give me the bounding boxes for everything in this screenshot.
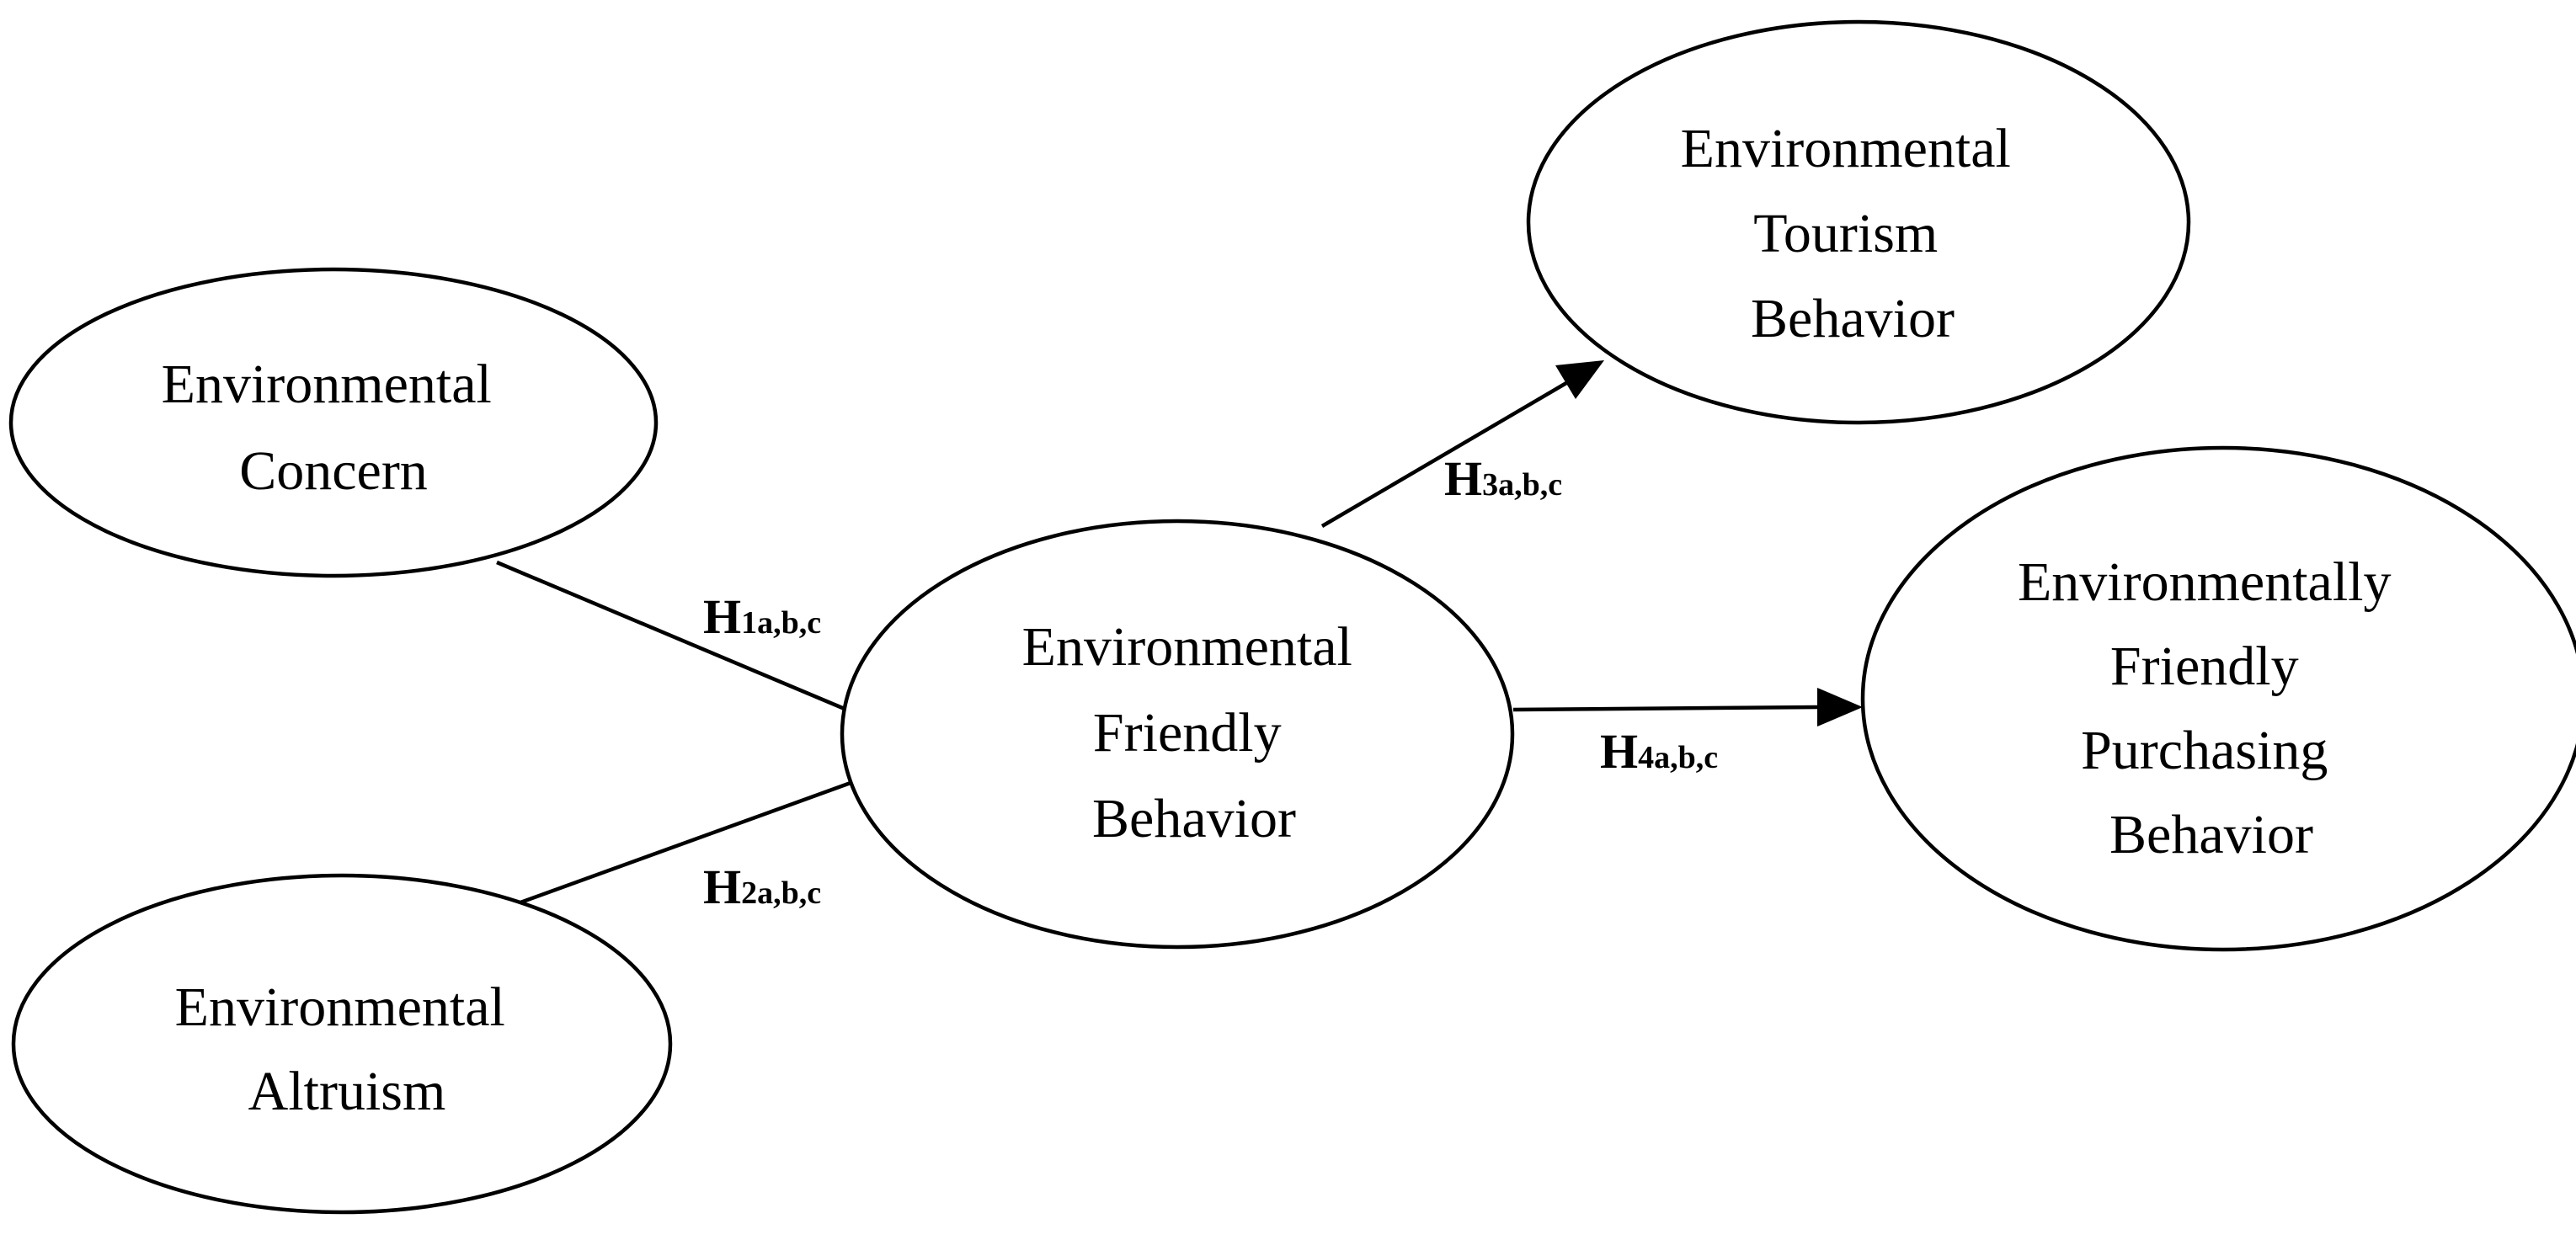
hypothesis-label-h2: H2a,b,c xyxy=(703,859,821,914)
svg-text:Environmental Tourism: Environmental Tourism Behavior xyxy=(1681,118,2025,349)
node-label-line: Concern xyxy=(239,440,428,502)
node-label-line: Behavior xyxy=(1092,788,1296,849)
node-label-line: Behavior xyxy=(1751,288,1955,349)
edge-friendly-behavior-to-purchasing-behavior xyxy=(1512,688,1863,726)
node-label-line: Environmentally xyxy=(2018,551,2392,613)
edge-friendly-behavior-to-tourism-behavior xyxy=(1320,360,1604,528)
node-label-line: Environmental xyxy=(1022,616,1352,678)
node-label-line: Altruism xyxy=(248,1061,446,1122)
edge-altruism-to-friendly-behavior xyxy=(492,764,894,915)
node-label-line: Tourism xyxy=(1753,203,1938,264)
svg-text:Environmental Altruism: Environmental Altruism xyxy=(175,977,520,1122)
node-environmental-concern: Environmental Concern xyxy=(8,267,659,578)
hypothesis-label-h3: H3a,b,c xyxy=(1444,451,1562,506)
node-label-line: Friendly xyxy=(2110,636,2299,697)
hypothesis-label-h1: H1a,b,c xyxy=(703,589,821,644)
node-environmental-tourism-behavior: Environmental Tourism Behavior xyxy=(1526,19,2191,425)
node-label-line: Environmental xyxy=(175,977,505,1038)
node-label-line: Environmental xyxy=(162,354,492,415)
svg-text:Environmentally Friendly: Environmentally Friendly Purchasing Beha… xyxy=(2018,551,2405,865)
node-label-line: Environmental xyxy=(1681,118,2011,179)
node-label-line: Purchasing xyxy=(2081,720,2328,781)
svg-text:Environmental Friendly: Environmental Friendly Behavior xyxy=(1022,616,1367,849)
node-label-line: Behavior xyxy=(2109,804,2313,865)
node-label-line: Friendly xyxy=(1093,702,1282,764)
svg-text:Environmental Concern: Environmental Concern xyxy=(162,354,506,502)
edge-concern-to-friendly-behavior xyxy=(496,560,894,731)
hypothesis-label-h4: H4a,b,c xyxy=(1600,724,1718,779)
node-environmental-altruism: Environmental Altruism xyxy=(11,873,673,1215)
node-environmentally-friendly-purchasing-behavior: Environmentally Friendly Purchasing Beha… xyxy=(1860,445,2576,952)
node-environmental-friendly-behavior: Environmental Friendly Behavior xyxy=(840,519,1515,950)
